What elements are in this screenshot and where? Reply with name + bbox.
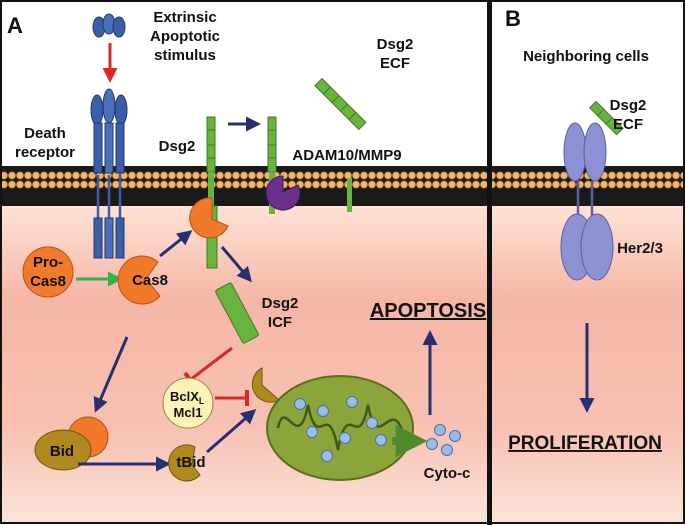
cas8-membrane-icon: [189, 197, 229, 239]
mitochondrion-icon: [266, 375, 414, 481]
cytoplasm-a: [0, 205, 488, 523]
cas8-to-bid-arrow: [93, 336, 129, 413]
panel-a-label: A: [7, 13, 23, 38]
dsg2-ecf-b-icon: [589, 100, 624, 136]
bid-icon: [34, 429, 92, 471]
cytochrome-c-icon: [426, 424, 461, 456]
procas8-icon: [22, 246, 74, 298]
mcl1-label: Mcl1: [174, 405, 203, 420]
stimulus-label-2: Apoptotic: [150, 28, 220, 45]
neighboring-cells-label: Neighboring cells: [523, 48, 649, 65]
adam10-protease-icon: [265, 175, 301, 211]
dsg2-ecf-b-label-2: ECF: [613, 116, 643, 133]
death-receptor-label-1: Death: [24, 125, 66, 142]
bclxl-mcl1-icon: [162, 377, 214, 429]
dsg2-ecf-b-label-1: Dsg2: [610, 97, 647, 114]
dsg2-icf-label-2: ICF: [268, 314, 292, 331]
dsg2-icf-label-1: Dsg2: [262, 295, 299, 312]
panel-b-label: B: [505, 6, 521, 31]
apoptosis-label: APOPTOSIS: [370, 300, 486, 322]
tbid-label: tBid: [176, 454, 205, 471]
dsg2-ecf-label-1: Dsg2: [377, 36, 414, 53]
adam10-label: ADAM10/MMP9: [292, 147, 401, 164]
cas8-to-dsg2-arrow: [159, 230, 193, 258]
ligand-icon: [92, 13, 126, 38]
dsg2-ecf-label-2: ECF: [380, 55, 410, 72]
her-label: Her2/3: [617, 240, 663, 257]
tbid-to-mito-arrow: [206, 409, 257, 454]
procas8-label-2: Cas8: [30, 273, 66, 290]
dsg2-icf-icon: [215, 282, 259, 344]
dsg2-to-icf-arrow: [220, 246, 252, 283]
death-receptor-icon: [90, 88, 128, 259]
icf-inhibit-line: [189, 346, 233, 382]
dsg2-tm-stub-icon: [347, 178, 352, 212]
tbid-icon: [168, 444, 201, 482]
panel-divider: [487, 0, 492, 525]
death-receptor-label-2: receptor: [15, 144, 75, 161]
cas8-label: Cas8: [132, 272, 168, 289]
stimulus-label-3: stimulus: [154, 47, 216, 64]
dsg2-label: Dsg2: [159, 138, 196, 155]
bid-label: Bid: [50, 443, 74, 460]
her2-3-receptor-icon: [560, 122, 614, 281]
proliferation-label: PROLIFERATION: [508, 433, 662, 454]
cas8-icon: [117, 255, 161, 305]
procas8-label-1: Pro-: [33, 254, 63, 271]
bclxl-label: BclXL: [170, 389, 205, 406]
dsg2-ecf-icon: [314, 77, 367, 131]
cytoc-label: Cyto-c: [424, 465, 471, 482]
stimulus-label-1: Extrinsic: [153, 9, 216, 26]
